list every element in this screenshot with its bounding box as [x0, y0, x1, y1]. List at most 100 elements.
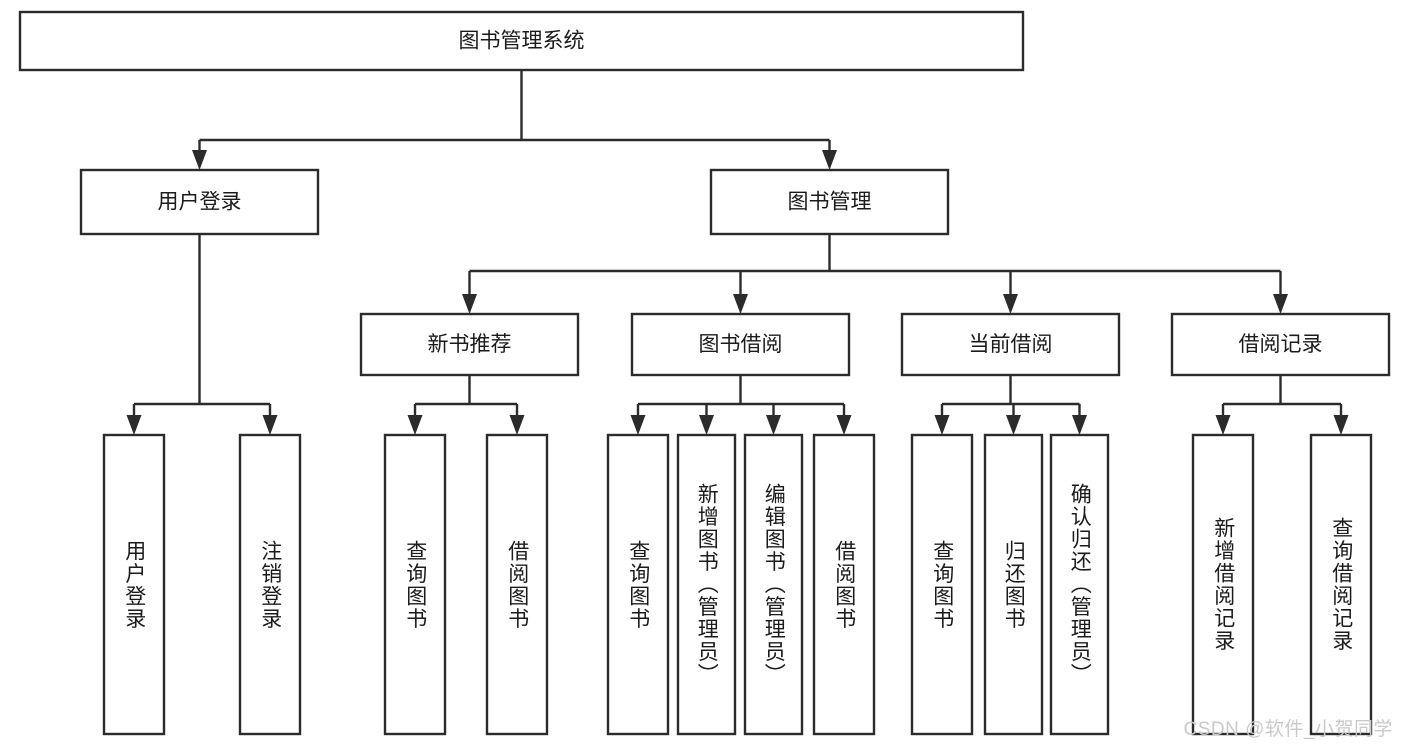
node-box[interactable]	[900, 312, 1121, 377]
node-box[interactable]	[383, 433, 447, 736]
arrow-head	[462, 294, 477, 314]
node-box[interactable]	[709, 168, 950, 236]
node-label: 新书推荐	[428, 333, 512, 356]
conn-borrowrecord-bus	[1215, 375, 1349, 435]
node-label-container: 确认归还（管理员）	[1068, 483, 1092, 686]
node-label-container: 用户登录	[122, 539, 146, 630]
node-box[interactable]	[910, 433, 974, 736]
node-label-container: 借阅图书	[832, 539, 856, 630]
node-leaf-borrow-book-2[interactable]: 借阅图书	[812, 433, 876, 736]
node-label: 用户登录	[158, 191, 242, 214]
node-leaf-query-record[interactable]: 查询借阅记录	[1309, 433, 1373, 736]
node-box[interactable]	[18, 10, 1025, 72]
node-box[interactable]	[983, 433, 1044, 736]
node-box[interactable]	[485, 433, 549, 736]
node-label-container: 查询图书	[626, 539, 650, 630]
node-label: 新增图书（管理员）	[695, 483, 719, 686]
arrow-head	[1006, 415, 1021, 435]
conn-bookmanage-bus	[462, 234, 1288, 314]
arrow-head	[836, 415, 852, 435]
node-box[interactable]	[743, 433, 804, 736]
node-label-container: 新增图书（管理员）	[695, 483, 719, 686]
node-label: 用户登录	[122, 539, 146, 630]
arrow-head	[1215, 415, 1231, 435]
node-leaf-query-book-1[interactable]: 查询图书	[383, 433, 447, 736]
node-leaf-user-login[interactable]: 用户登录	[102, 433, 166, 736]
arrow-head	[1273, 294, 1288, 314]
arrow-head	[126, 415, 142, 435]
node-label-container: 查询借阅记录	[1329, 517, 1353, 652]
node-leaf-query-book-2[interactable]: 查询图书	[606, 433, 670, 736]
node-label: 图书管理	[788, 191, 872, 214]
node-box[interactable]	[606, 433, 670, 736]
node-leaf-return-book[interactable]: 归还图书	[983, 433, 1044, 736]
node-label: 查询图书	[930, 539, 954, 630]
node-label: 查询借阅记录	[1329, 517, 1353, 652]
node-label-container: 借阅图书	[505, 539, 529, 630]
node-label: 当前借阅	[969, 333, 1053, 356]
node-label-container: 查询图书	[930, 539, 954, 630]
node-label: 查询图书	[403, 539, 427, 630]
arrow-head	[699, 415, 714, 435]
arrow-head	[192, 150, 207, 170]
node-label: 查询图书	[626, 539, 650, 630]
node-label: 图书管理系统	[459, 30, 585, 53]
node-layer: 图书管理系统用户登录图书管理新书推荐图书借阅当前借阅借阅记录用户登录注销登录查询…	[18, 10, 1391, 736]
node-label: 编辑图书（管理员）	[762, 483, 786, 686]
arrow-head	[766, 415, 781, 435]
node-box[interactable]	[79, 168, 320, 236]
node-user-login[interactable]: 用户登录	[79, 168, 320, 236]
node-box[interactable]	[630, 312, 851, 377]
node-leaf-confirm-return[interactable]: 确认归还（管理员）	[1049, 433, 1110, 736]
arrow-head	[1333, 415, 1349, 435]
node-label: 借阅图书	[832, 539, 856, 630]
node-box[interactable]	[1309, 433, 1373, 736]
node-box[interactable]	[238, 433, 302, 736]
node-box[interactable]	[102, 433, 166, 736]
node-label: 注销登录	[258, 539, 282, 630]
conn-bookborrow-bus	[630, 375, 852, 435]
node-label-container: 归还图书	[1002, 539, 1026, 630]
node-label-container: 新增借阅记录	[1211, 517, 1235, 652]
node-label: 借阅记录	[1239, 333, 1323, 356]
arrow-head	[822, 150, 837, 170]
connector-layer	[126, 70, 1349, 435]
node-leaf-add-book[interactable]: 新增图书（管理员）	[676, 433, 737, 736]
node-label: 确认归还（管理员）	[1068, 483, 1092, 686]
node-box[interactable]	[676, 433, 737, 736]
arrow-head	[407, 415, 423, 435]
node-label-container: 查询图书	[403, 539, 427, 630]
node-label: 图书借阅	[699, 333, 783, 356]
arrow-head	[1072, 415, 1087, 435]
node-box[interactable]	[359, 312, 580, 377]
node-label-container: 注销登录	[258, 539, 282, 630]
node-box[interactable]	[1049, 433, 1110, 736]
arrow-head	[630, 415, 646, 435]
node-label: 新增借阅记录	[1211, 517, 1235, 652]
node-leaf-add-record[interactable]: 新增借阅记录	[1191, 433, 1255, 736]
arrow-head	[509, 415, 525, 435]
node-borrow-record[interactable]: 借阅记录	[1170, 312, 1391, 377]
node-leaf-query-book-3[interactable]: 查询图书	[910, 433, 974, 736]
node-leaf-borrow-book-1[interactable]: 借阅图书	[485, 433, 549, 736]
conn-root-bus	[192, 70, 837, 170]
node-current-borrow[interactable]: 当前借阅	[900, 312, 1121, 377]
conn-userlogin-bus	[126, 234, 278, 435]
arrow-head	[1003, 294, 1018, 314]
conn-newbook-bus	[407, 375, 525, 435]
node-root[interactable]: 图书管理系统	[18, 10, 1025, 72]
node-label: 借阅图书	[505, 539, 529, 630]
node-new-book-recommend[interactable]: 新书推荐	[359, 312, 580, 377]
node-box[interactable]	[1170, 312, 1391, 377]
node-leaf-edit-book[interactable]: 编辑图书（管理员）	[743, 433, 804, 736]
node-book-borrow[interactable]: 图书借阅	[630, 312, 851, 377]
arrow-head	[934, 415, 950, 435]
node-box[interactable]	[812, 433, 876, 736]
node-label-container: 编辑图书（管理员）	[762, 483, 786, 686]
node-leaf-logout[interactable]: 注销登录	[238, 433, 302, 736]
node-label: 归还图书	[1002, 539, 1026, 630]
node-book-manage[interactable]: 图书管理	[709, 168, 950, 236]
conn-currentborrow-bus	[934, 375, 1087, 435]
node-box[interactable]	[1191, 433, 1255, 736]
